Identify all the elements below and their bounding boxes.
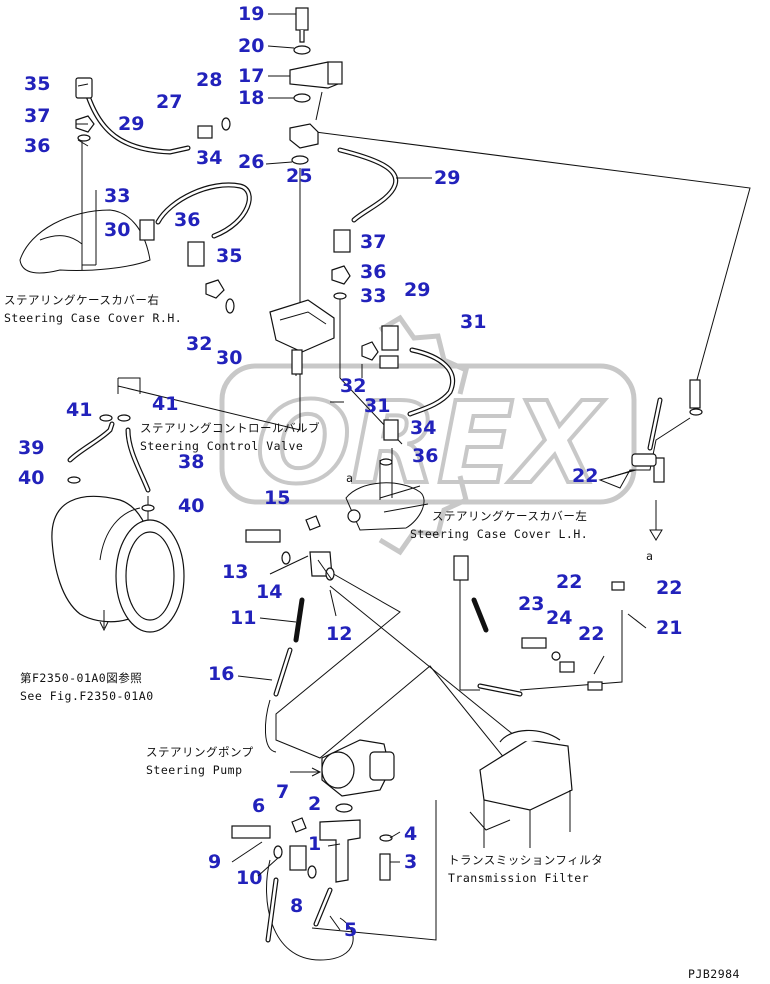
callout: 18 — [238, 87, 264, 109]
callout: 40 — [178, 495, 204, 517]
callout: 11 — [230, 607, 256, 629]
top-bolt-assembly — [289, 7, 343, 165]
filter-label-en: Transmission Filter — [448, 871, 589, 885]
callout: 33 — [104, 185, 130, 207]
callout: 21 — [656, 617, 682, 639]
text-labels: ステアリングケースカバー右 Steering Case Cover R.H. ス… — [4, 293, 740, 981]
case-cover-lh-label-en: Steering Case Cover L.H. — [410, 527, 588, 541]
callout: 31 — [364, 395, 390, 417]
callout: 37 — [360, 231, 386, 253]
callout: 34 — [196, 147, 222, 169]
callout: 3 — [404, 851, 417, 873]
callout: 33 — [360, 285, 386, 307]
callout: 8 — [290, 895, 303, 917]
callout: 9 — [208, 851, 221, 873]
callout: 20 — [238, 35, 264, 57]
case-cover-lh-label-jp: ステアリングケースカバー左 — [432, 509, 587, 523]
reference-a-right: a — [646, 549, 653, 563]
callout: 25 — [286, 165, 312, 187]
leader-lines — [117, 129, 751, 961]
callout: 19 — [238, 3, 264, 25]
callout: 22 — [656, 577, 682, 599]
callout: 10 — [236, 867, 262, 889]
callout: 16 — [208, 663, 234, 685]
steering-pump — [290, 739, 395, 797]
callout: 6 — [252, 795, 265, 817]
callout: 1 — [308, 833, 321, 855]
pump-label-en: Steering Pump — [146, 763, 243, 777]
callout: 24 — [546, 607, 572, 629]
callout: 17 — [238, 65, 264, 87]
pump-label-jp: ステアリングポンプ — [146, 745, 254, 759]
callout: 12 — [326, 623, 352, 645]
case-cover-rh-label-jp: ステアリングケースカバー右 — [4, 293, 159, 307]
callout: 4 — [404, 823, 417, 845]
callout: 28 — [196, 69, 222, 91]
callout-leaders — [76, 13, 647, 931]
callout: 13 — [222, 561, 248, 583]
callout: 29 — [434, 167, 460, 189]
callout: 2 — [308, 793, 321, 815]
steering-control-valve — [269, 299, 335, 376]
callout: 22 — [556, 571, 582, 593]
control-valve-label-jp: ステアリングコントロールバルブ — [140, 421, 320, 435]
control-valve-label-en: Steering Control Valve — [140, 439, 303, 453]
reference-a-left: a — [346, 471, 353, 485]
callout: 37 — [24, 105, 50, 127]
callout: 40 — [18, 467, 44, 489]
callout: 31 — [460, 311, 486, 333]
watermark-text: OREX — [256, 379, 605, 509]
callout: 39 — [18, 437, 44, 459]
hoses — [67, 93, 663, 943]
callout: 22 — [578, 623, 604, 645]
callout: 35 — [216, 245, 242, 267]
filter-label-jp: トランスミッションフィルタ — [448, 853, 603, 867]
fittings — [67, 77, 703, 883]
callout: 23 — [518, 593, 544, 615]
callout: 34 — [410, 417, 436, 439]
gear-housing — [51, 495, 185, 633]
callout: 36 — [24, 135, 50, 157]
callout: 41 — [66, 399, 92, 421]
transmission-filter — [469, 729, 573, 848]
watermark: OREX — [219, 314, 637, 556]
callout: 30 — [104, 219, 130, 241]
callout: 32 — [186, 333, 212, 355]
callout: 36 — [360, 261, 386, 283]
callout: 36 — [174, 209, 200, 231]
case-cover-rh-sketch — [19, 140, 151, 274]
callout: 35 — [24, 73, 50, 95]
see-fig-label-en: See Fig.F2350-01A0 — [20, 689, 154, 703]
callout: 29 — [404, 279, 430, 301]
callout: 7 — [276, 781, 289, 803]
callout: 15 — [264, 487, 290, 509]
drawing-code: PJB2984 — [688, 967, 740, 981]
see-fig-label-jp: 第F2350-01A0図参照 — [20, 671, 142, 685]
callout: 26 — [238, 151, 264, 173]
callout: 30 — [216, 347, 242, 369]
callout: 38 — [178, 451, 204, 473]
callout: 22 — [572, 465, 598, 487]
callout: 32 — [340, 375, 366, 397]
case-cover-lh-sketch — [345, 482, 429, 531]
callout: 5 — [344, 919, 357, 941]
callout: 14 — [256, 581, 282, 603]
callout: 36 — [412, 445, 438, 467]
callout: 27 — [156, 91, 182, 113]
case-cover-rh-label-en: Steering Case Cover R.H. — [4, 311, 182, 325]
callout: 41 — [152, 393, 178, 415]
part-number-callouts: 19 20 17 18 28 27 29 35 37 36 26 25 29 3… — [18, 3, 682, 941]
callout: 29 — [118, 113, 144, 135]
